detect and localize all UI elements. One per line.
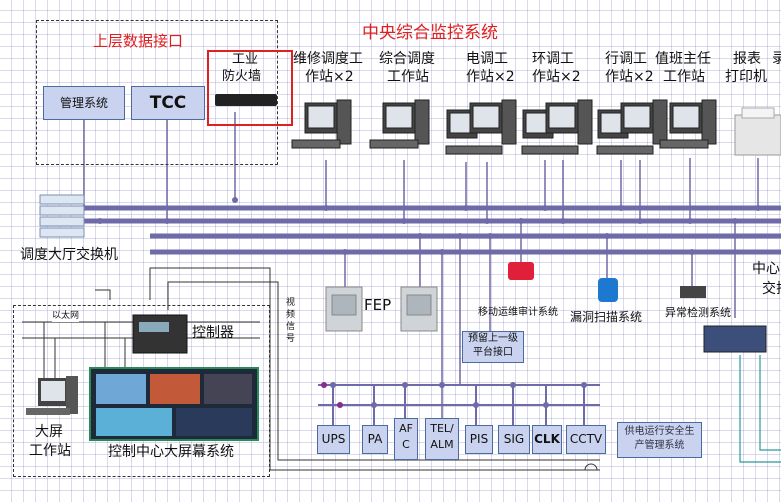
firewall-device-icon [215, 94, 277, 106]
big-screen-system-label: 控制中心大屏幕系统 [108, 444, 234, 460]
ethernet-label: 以太网 [52, 311, 80, 322]
firewall-label-1: 工业 [232, 52, 259, 67]
ws-label-6b: 工作站 [663, 69, 705, 85]
ws-label-2a: 综合调度 [379, 51, 435, 67]
power-safety-box: 供电运行安全生产管理系统 [617, 422, 702, 458]
ws-label-7a: 报表 [733, 51, 761, 67]
ws-label-4a: 环调工 [532, 51, 574, 67]
pa-box: PA [362, 425, 388, 454]
ws-label-5b: 作站×2 [605, 69, 654, 85]
printer-icon [734, 107, 781, 156]
upper-interface-group [36, 20, 278, 165]
big-screen-ws-label-2: 工作站 [29, 443, 71, 459]
firewall-label-2: 防火墙 [222, 69, 262, 84]
ws-label-1b: 作站×2 [305, 69, 354, 85]
ws-label-3a: 电调工 [466, 51, 508, 67]
anomaly-label: 异常检测系统 [665, 306, 731, 319]
ws-label-2b: 工作站 [387, 69, 429, 85]
ws-label-6a: 值班主任 [655, 51, 711, 67]
sig-box: SIG [498, 425, 530, 454]
ups-box: UPS [317, 425, 350, 454]
switch-icon [39, 194, 85, 238]
leak-scan-device-icon [598, 278, 618, 302]
ws-label-5a: 行调工 [605, 51, 647, 67]
afc-box: AF C [394, 418, 418, 460]
clk-box: CLK [532, 425, 562, 454]
video-signal-label: 视频信号 [286, 298, 296, 344]
mobile-audit-label: 移动运维审计系统 [478, 307, 558, 318]
big-screen-ws-label-1: 大屏 [35, 424, 63, 440]
pis-box: PIS [465, 425, 493, 454]
reserved-interface-box: 预留上一级平台接口 [462, 331, 524, 363]
ws-label-7b: 打印机 [725, 69, 767, 85]
right-edge-top-label: 录 [772, 51, 781, 67]
center-switch-icon [703, 325, 767, 353]
diagram-title: 中央综合监控系统 [362, 23, 498, 43]
control-center-group [13, 305, 270, 477]
firewall-highlight [207, 50, 293, 126]
cctv-box: CCTV [566, 425, 606, 454]
ws-label-4b: 作站×2 [532, 69, 581, 85]
center-switch-label-2: 交拉 [762, 281, 781, 297]
mgmt-system-box: 管理系统 [43, 86, 125, 120]
fep-cabinet-icon [325, 286, 438, 332]
controller-label: 控制器 [192, 325, 234, 341]
big-screen-icon [89, 367, 259, 441]
center-switch-label-1: 中心 [752, 261, 780, 277]
tcc-box: TCC [131, 86, 205, 120]
upper-interface-label: 上层数据接口 [93, 32, 184, 50]
ws-label-1a: 维修调度工 [293, 51, 363, 67]
ws-label-3b: 作站×2 [466, 69, 515, 85]
leak-scan-label: 漏洞扫描系统 [570, 310, 643, 324]
mobile-audit-device-icon [508, 262, 534, 280]
hall-switch-label: 调度大厅交换机 [20, 247, 118, 263]
big-screen-computer-icon [26, 376, 78, 415]
computer-icon [291, 99, 717, 155]
fep-label: FEP [364, 296, 392, 314]
anomaly-device-icon [680, 286, 706, 298]
tel-alm-box: TEL/ ALM [425, 418, 459, 460]
controller-icon [132, 314, 188, 354]
